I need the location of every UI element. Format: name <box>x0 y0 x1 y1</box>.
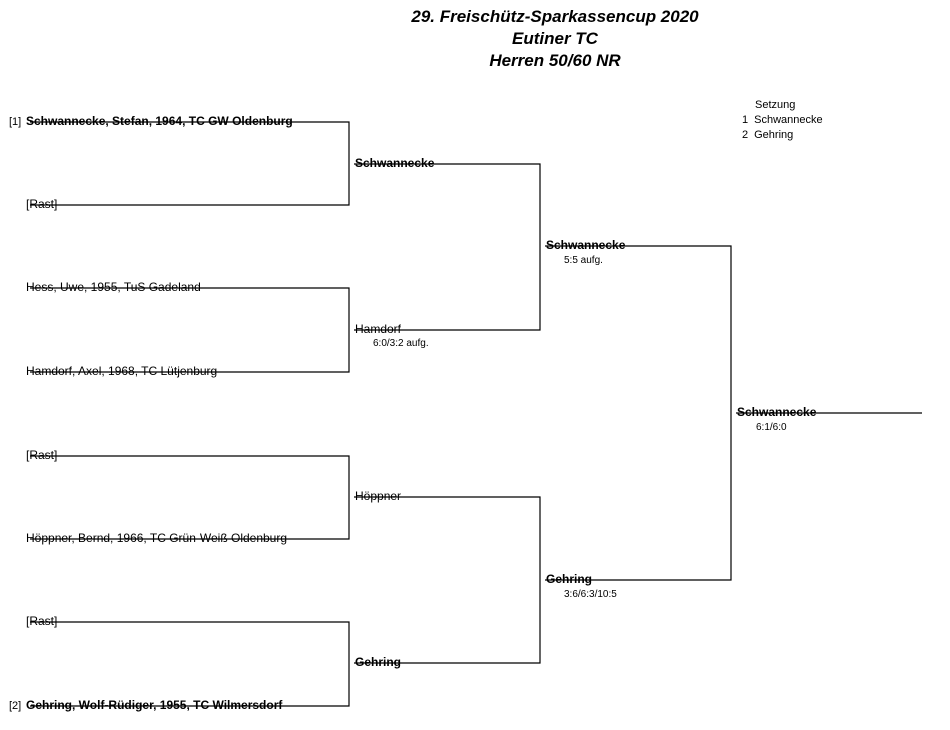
seed-tag-2: [2] <box>9 700 22 712</box>
sf-winner-1: Schwannecke <box>546 238 626 252</box>
r1-entry-6: Höppner, Bernd, 1966, TC Grün-Weiß Olden… <box>26 531 288 545</box>
r2-winner-4: Gehring <box>355 655 402 669</box>
seed-name: Schwannecke <box>754 114 823 126</box>
seeding-row: 1 Schwannecke <box>742 113 823 128</box>
r1-entry-4: Hamdorf, Axel, 1968, TC Lütjenburg <box>26 364 218 378</box>
r2-winner-2: Hamdorf <box>355 322 402 336</box>
r1-match1-connector <box>30 121 350 206</box>
final-score: 6:1/6:0 <box>756 422 787 433</box>
r2-winner-3: Höppner <box>355 489 402 503</box>
r1-entry-1: Schwannecke, Stefan, 1964, TC GW Oldenbu… <box>26 114 293 128</box>
seeding-row: 2 Gehring <box>742 128 823 143</box>
r1-entry-7: [Rast] <box>26 614 58 628</box>
seeding-legend: Setzung 1 Schwannecke 2 Gehring <box>742 98 823 143</box>
r2-winner-1: Schwannecke <box>355 156 435 170</box>
seed-number: 1 <box>742 114 749 126</box>
r1-entry-2: [Rast] <box>26 197 58 211</box>
sf-score-2: 3:6/6:3/10:5 <box>564 589 617 600</box>
r1-match2-connector <box>30 287 350 373</box>
r2-match1-connector <box>354 163 541 331</box>
seed-name: Gehring <box>754 129 794 141</box>
title-line-3: Herren 50/60 NR <box>489 51 621 70</box>
r2-match2-connector <box>354 496 541 664</box>
r1-entry-8: Gehring, Wolf-Rüdiger, 1955, TC Wilmersd… <box>26 698 283 712</box>
sf-score-1: 5:5 aufg. <box>564 255 603 266</box>
seed-number: 2 <box>742 129 749 141</box>
seeding-heading: Setzung <box>755 99 796 111</box>
sf-winner-2: Gehring <box>546 572 593 586</box>
final-winner: Schwannecke <box>737 405 817 419</box>
r1-entry-5: [Rast] <box>26 448 58 462</box>
tournament-title: 29. Freischütz-Sparkassencup 2020 Eutine… <box>380 6 730 72</box>
r2-score-2: 6:0/3:2 aufg. <box>373 338 429 349</box>
sf-connector <box>545 245 732 581</box>
r1-match3-connector <box>30 455 350 540</box>
seed-tag-1: [1] <box>9 116 22 128</box>
title-line-1: 29. Freischütz-Sparkassencup 2020 <box>411 7 699 26</box>
r1-entry-3: Hess, Uwe, 1955, TuS Gadeland <box>26 280 201 294</box>
title-line-2: Eutiner TC <box>512 29 598 48</box>
r1-match4-connector <box>30 621 350 707</box>
